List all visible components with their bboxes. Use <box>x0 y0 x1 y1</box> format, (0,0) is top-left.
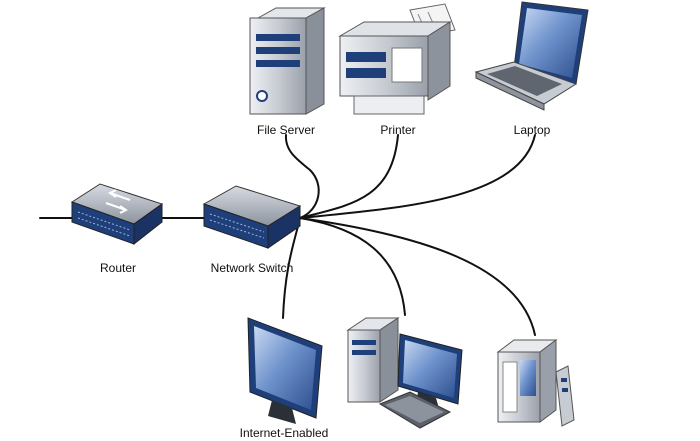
desktop-computer-icon <box>346 317 463 429</box>
media-center-pc-icon <box>496 339 575 427</box>
desktop-node <box>346 317 463 429</box>
printer-icon <box>338 3 456 115</box>
network-switch-label: Network Switch <box>211 261 294 275</box>
laptop-line <box>299 134 536 219</box>
network-switch-node: Network Switch <box>202 185 302 275</box>
laptop-label: Laptop <box>514 123 551 137</box>
monitor-icon <box>247 317 323 424</box>
internet-enabled-node: Internet-Enabled <box>240 317 329 440</box>
media-center-line <box>299 217 536 336</box>
printer-label: Printer <box>380 123 415 137</box>
file-server-node: File Server <box>249 7 326 137</box>
file-server-label: File Server <box>257 123 315 137</box>
laptop-node: Laptop <box>474 1 589 137</box>
desktop-line <box>299 217 406 316</box>
server-tower-icon <box>249 7 326 115</box>
router-label: Router <box>100 261 136 275</box>
router-icon <box>70 183 164 246</box>
file-server-line <box>284 134 320 219</box>
media-center-node <box>496 339 575 427</box>
printer-line <box>299 134 399 219</box>
network-switch-icon <box>202 185 302 249</box>
internet-enabled-label: Internet-Enabled <box>240 426 329 440</box>
printer-node: Printer <box>338 3 456 137</box>
laptop-icon <box>474 1 589 111</box>
router-node: Router <box>70 183 164 275</box>
